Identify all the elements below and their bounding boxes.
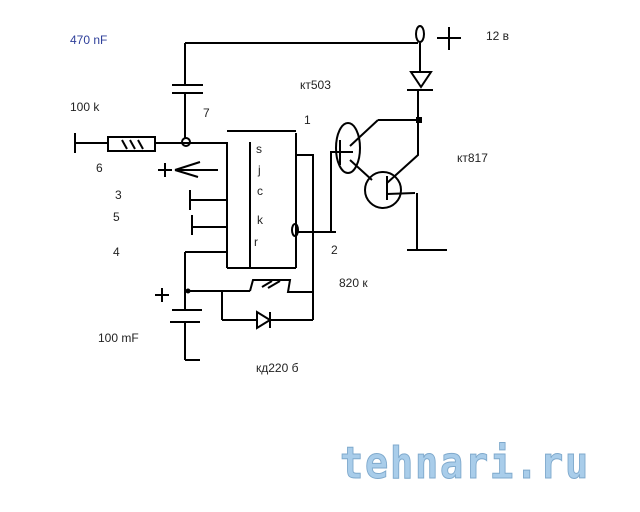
label-pin1: 1 xyxy=(304,113,311,127)
transistor-kt503 xyxy=(335,119,420,181)
label-ic-s: s xyxy=(256,142,262,156)
switch-820k xyxy=(188,279,313,293)
label-470nf: 470 nF xyxy=(70,33,107,47)
label-ic-k: k xyxy=(257,213,264,227)
label-pin5: 5 xyxy=(113,210,120,224)
label-12v: 12 в xyxy=(486,29,509,43)
label-kt503: кт503 xyxy=(300,78,331,92)
label-kd220: кд220 б xyxy=(256,361,299,375)
label-820k: 820 к xyxy=(339,276,368,290)
label-ic-c: c xyxy=(257,184,263,198)
label-ic-r: r xyxy=(254,235,258,249)
label-pin3: 3 xyxy=(115,188,122,202)
label-100k: 100 k xyxy=(70,100,100,114)
label-pin6: 6 xyxy=(96,161,103,175)
label-kt817: кт817 xyxy=(457,151,488,165)
diode-kd220 xyxy=(221,290,313,330)
transistor-kt817 xyxy=(364,120,447,251)
ic-trigger xyxy=(185,130,340,320)
input-arrow xyxy=(158,161,218,178)
label-100mf: 100 mF xyxy=(98,331,139,345)
label-pin4: 4 xyxy=(113,245,120,259)
label-ic-j: j xyxy=(257,163,261,177)
capacitor-100mf xyxy=(155,252,202,361)
supply-diode xyxy=(407,25,461,123)
label-pin7: 7 xyxy=(203,106,210,120)
resistor-100k xyxy=(74,133,227,153)
label-pin2: 2 xyxy=(331,243,338,257)
watermark-logo: tehnari.ru xyxy=(340,438,590,489)
